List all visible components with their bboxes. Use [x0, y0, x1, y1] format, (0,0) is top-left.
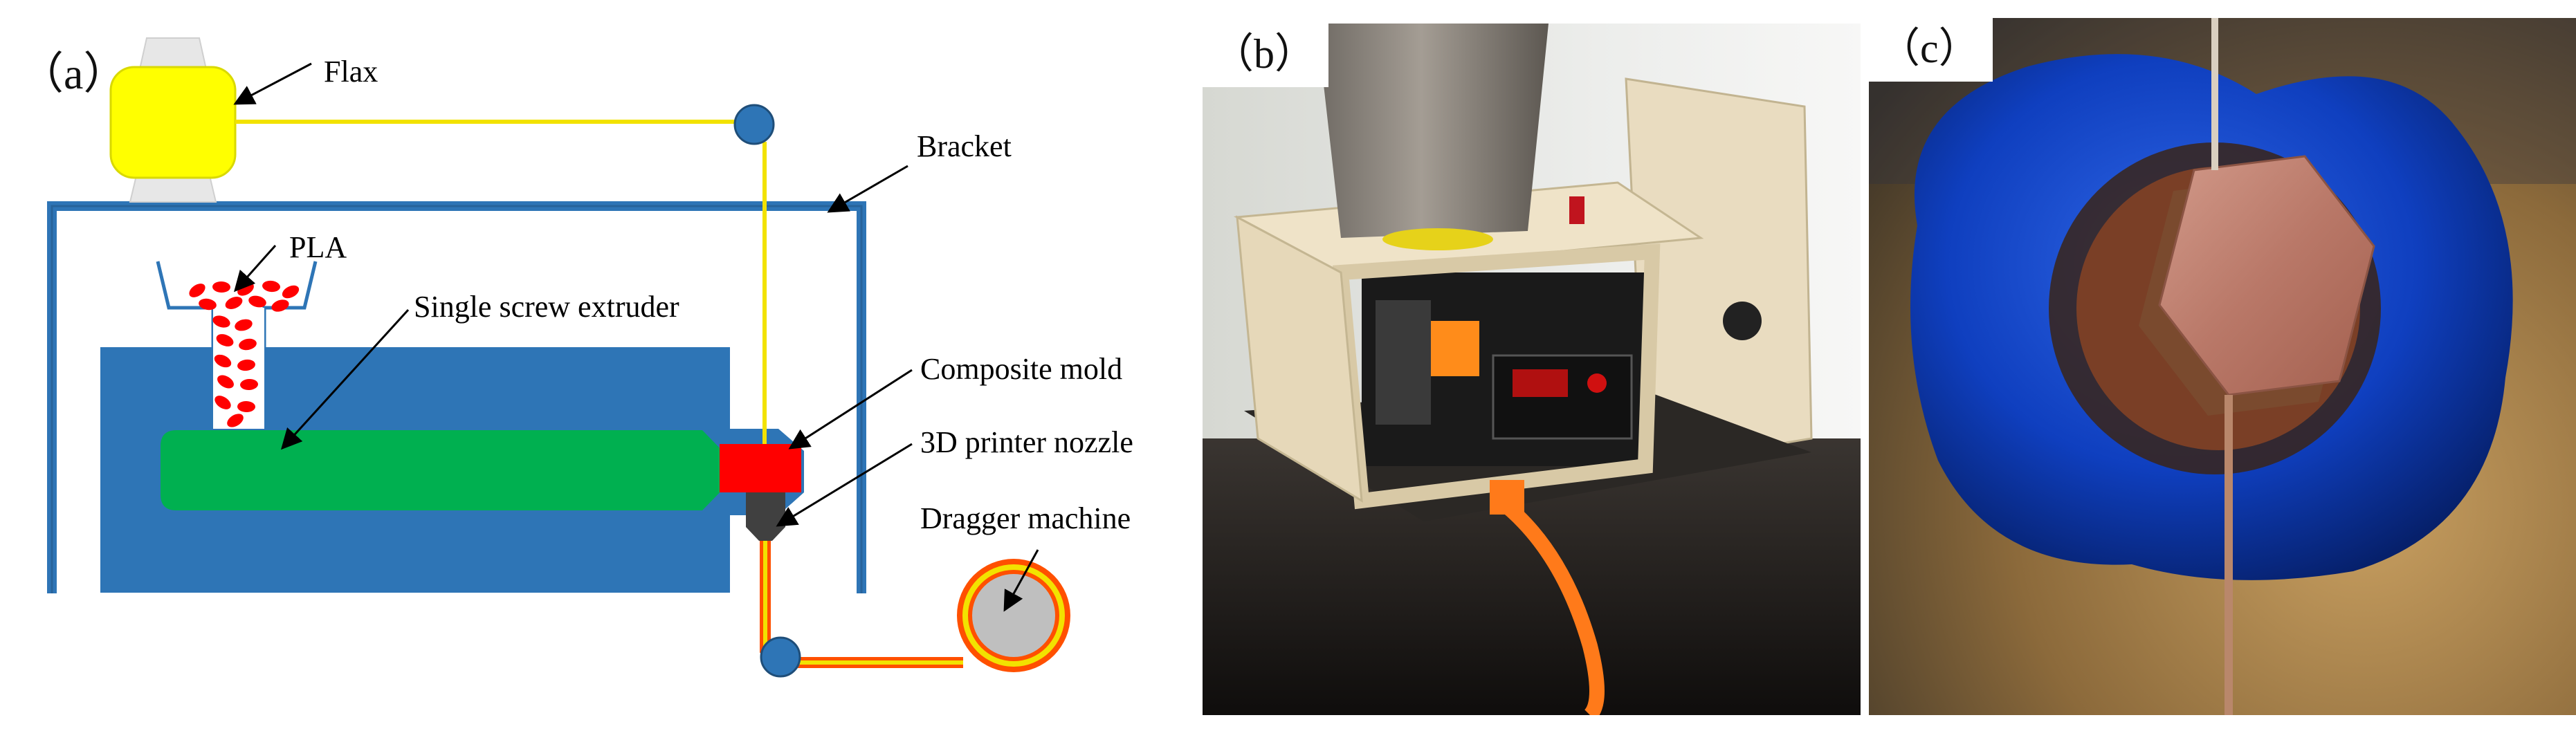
left-side-panel [1236, 215, 1363, 503]
panel-a-tag: （a） [19, 49, 127, 98]
red-button [1587, 373, 1607, 393]
temperature-display [1513, 369, 1568, 397]
panel-c-tag: （c） [1869, 18, 1993, 82]
pla-pellet [225, 297, 243, 309]
nozzle-arrow [776, 443, 913, 527]
label-nozzle: 3D printer nozzle [920, 425, 1133, 459]
schematic-diagram: （a） [19, 37, 1133, 678]
bottom-pulley [760, 636, 801, 678]
device-photo [1203, 24, 1861, 721]
panel-c-photo: （c） [1869, 18, 2576, 715]
pla-pellet [262, 280, 280, 293]
bracket [47, 201, 866, 593]
pla-arrow [234, 245, 277, 293]
red-clip [1569, 196, 1584, 224]
closeup-photo [1869, 18, 2576, 715]
spool-cap-top [138, 37, 208, 70]
power-cable [1495, 494, 1605, 721]
yarn-cone [1317, 24, 1549, 238]
panel-b-photo: （b） [1203, 24, 1861, 721]
pla-pellets [189, 280, 300, 427]
pla-pellet [214, 396, 231, 409]
label-extruder: Single screw extruder [414, 290, 679, 324]
pla-pellet [199, 298, 217, 311]
composite-mold [720, 444, 801, 492]
pla-pellet [248, 295, 266, 308]
bracket-arrow [827, 165, 908, 213]
pla-pellet [217, 375, 234, 389]
pla-pellet [189, 284, 205, 297]
bracket-outline [51, 205, 863, 593]
pcb-board [1431, 321, 1479, 376]
flax-spool [109, 66, 237, 179]
pla-pellet [237, 359, 255, 371]
mold-arrow [788, 369, 913, 450]
knob [1723, 302, 1762, 340]
pla-pellet [240, 378, 258, 391]
pla-pellet [237, 400, 255, 413]
stepper-motor [1376, 300, 1431, 425]
pla-pellet [212, 281, 230, 293]
pla-pellet [235, 319, 253, 331]
pla-pellet [227, 414, 244, 427]
hex-nut [2158, 155, 2375, 396]
pla-pellet [271, 299, 289, 312]
extrusion-screw [161, 430, 728, 510]
spool-holder [1382, 228, 1493, 250]
dragger-arrow [1003, 549, 1039, 612]
pla-pellet [216, 334, 234, 346]
dragger-machine [972, 574, 1055, 657]
label-pla: PLA [289, 230, 347, 264]
label-flax: Flax [324, 55, 378, 89]
label-dragger: Dragger machine [920, 501, 1131, 535]
pla-pellet [282, 285, 300, 299]
pla-pellet [214, 354, 232, 368]
panel-a-schematic: （a） [0, 0, 1183, 728]
printer-nozzle [746, 492, 785, 541]
flax-arrow [233, 62, 312, 105]
extruder-arrow [280, 308, 410, 450]
top-pulley [733, 104, 775, 145]
cable-plug [1490, 480, 1524, 515]
pla-pellet [212, 315, 230, 328]
pla-pellet [239, 338, 257, 351]
panel-b-tag: （b） [1203, 24, 1328, 87]
label-bracket: Bracket [917, 129, 1012, 163]
label-composite-mold: Composite mold [920, 352, 1122, 386]
pla-pellet [237, 282, 254, 296]
